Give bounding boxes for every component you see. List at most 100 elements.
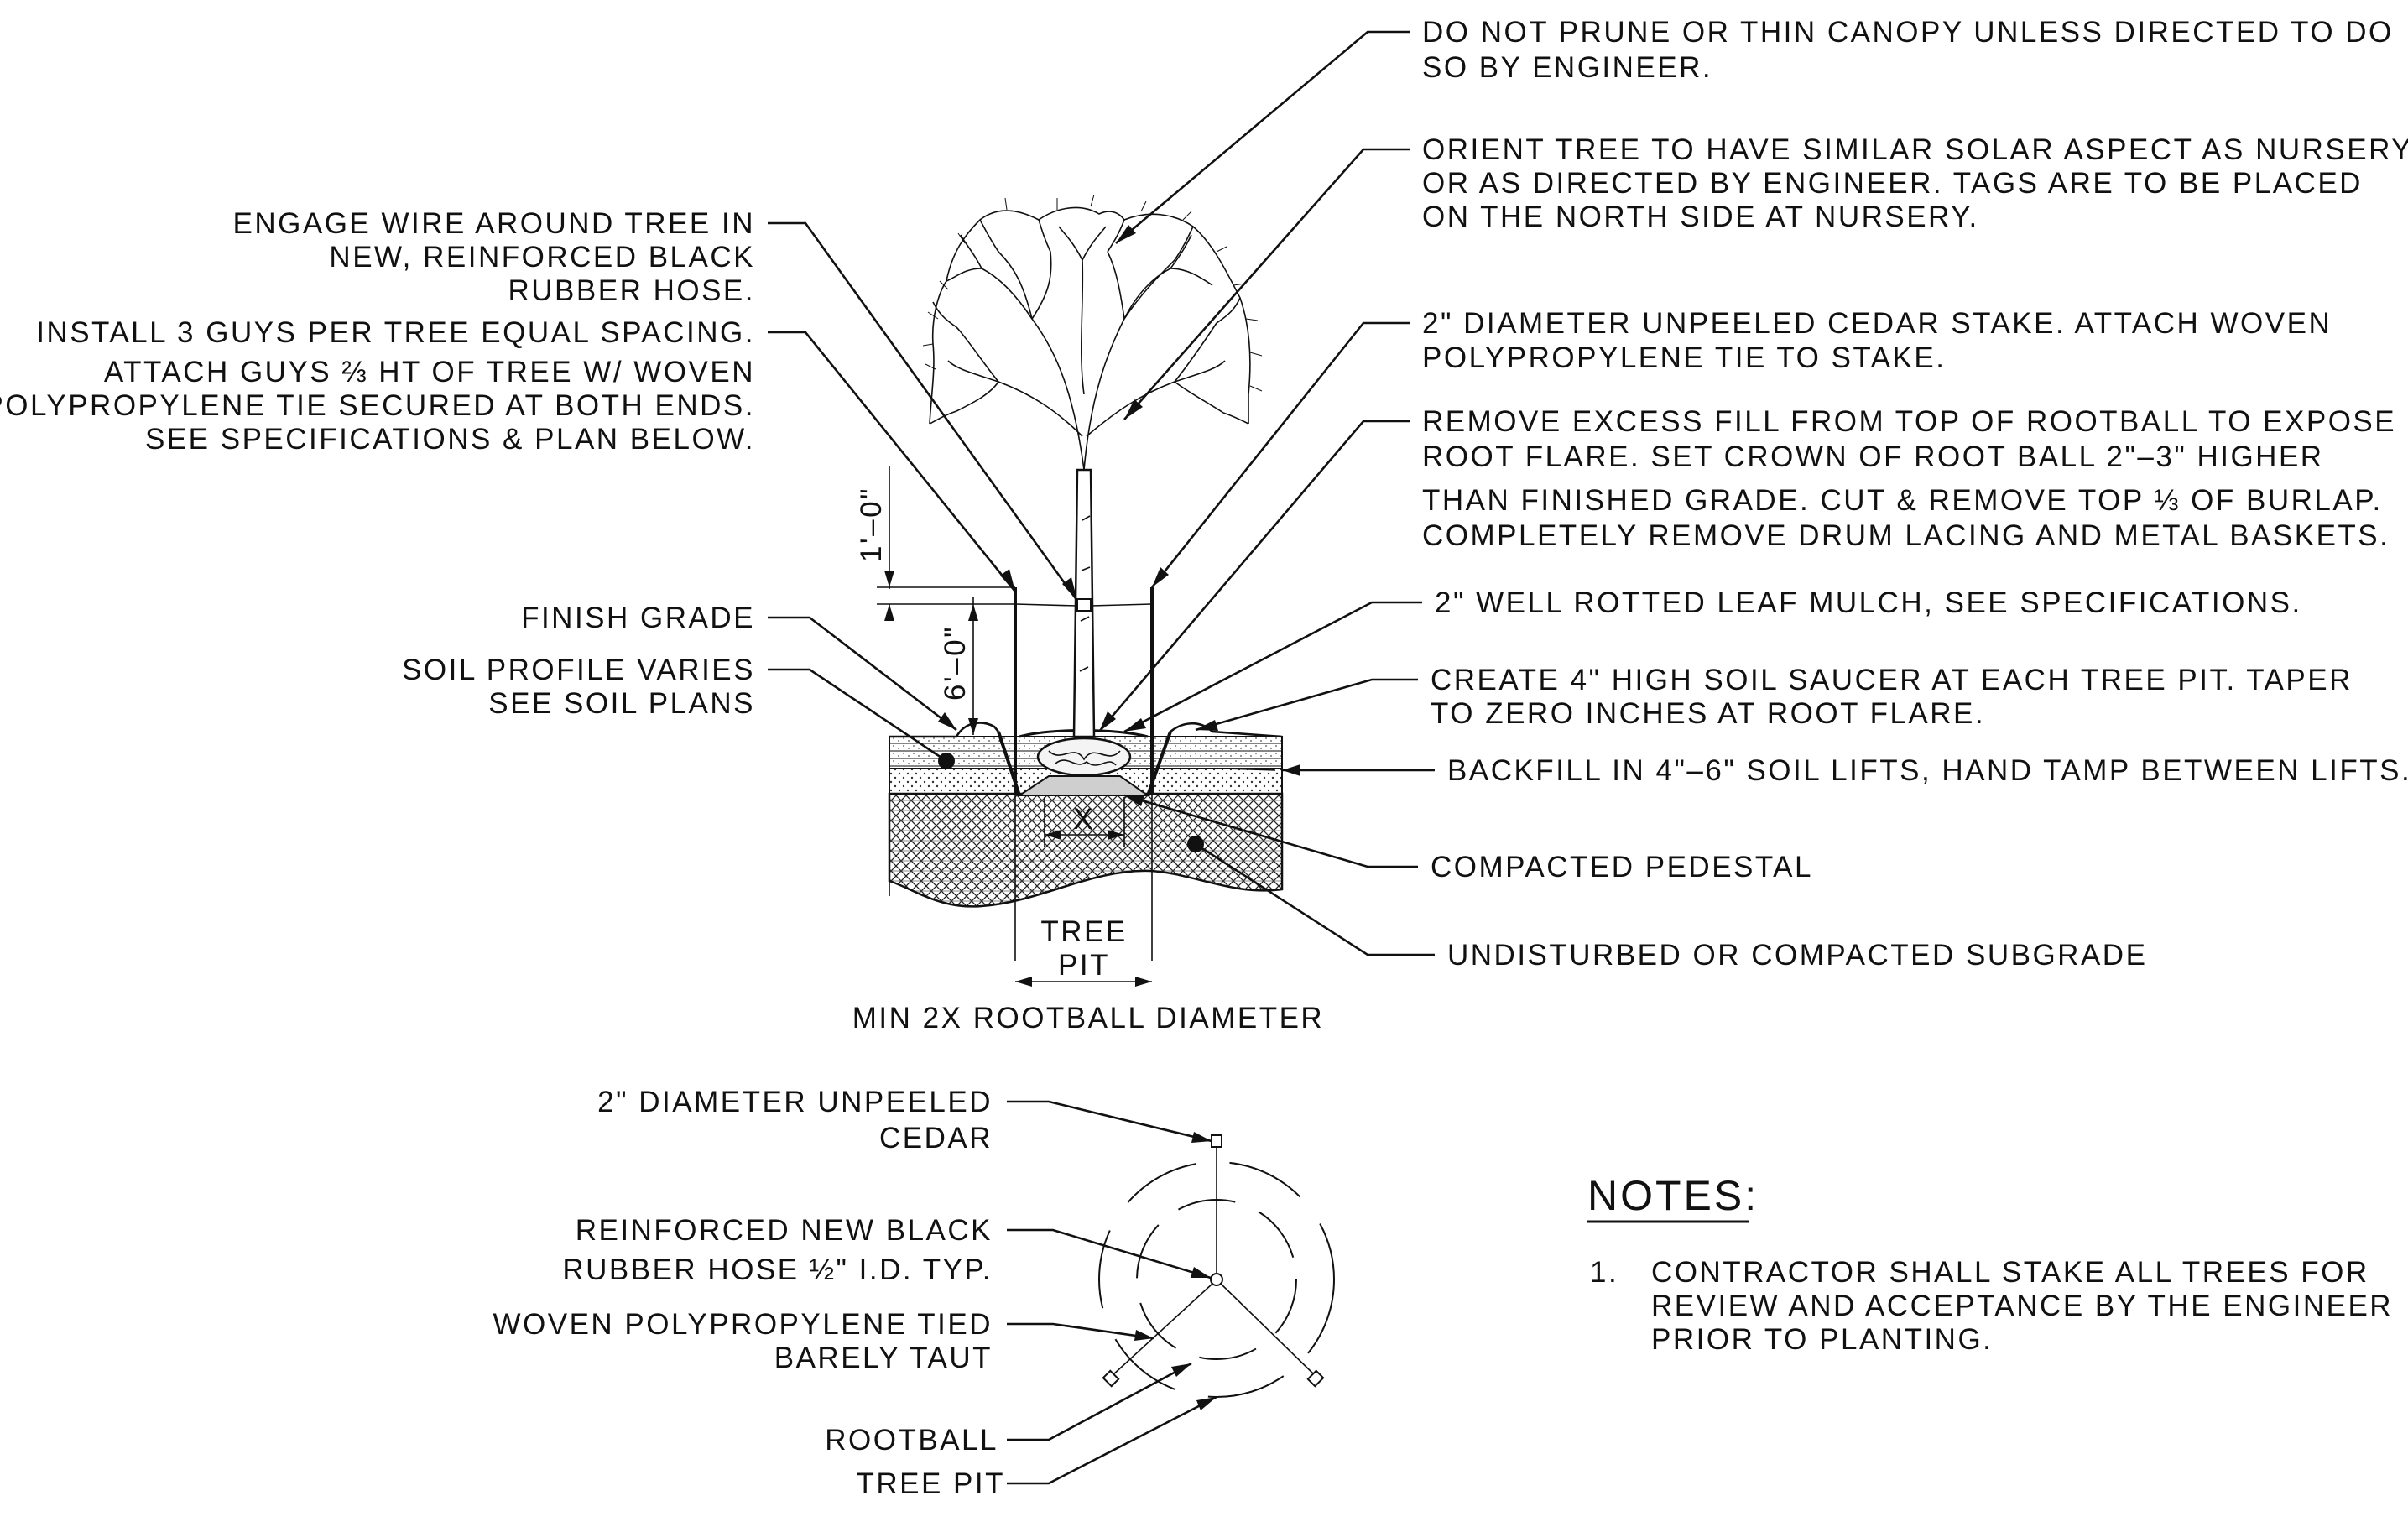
plan-leader-hose xyxy=(1007,1228,1212,1279)
plan-guy-southeast xyxy=(1220,1283,1316,1377)
tree-trunk xyxy=(1072,468,1096,738)
dim-arrow xyxy=(1045,830,1061,840)
leader-arrow xyxy=(1124,795,1144,806)
callout-excess-fill-line4: COMPLETELY REMOVE DRUM LACING AND METAL … xyxy=(1422,519,2390,552)
leader-arrow xyxy=(1099,711,1116,732)
callout-soil-profile-line1: SOIL PROFILE VARIES xyxy=(402,654,755,686)
plan-callout-rootball: ROOTBALL xyxy=(825,1424,998,1457)
leader-arrow xyxy=(1196,720,1218,731)
notes: NOTES: 1. CONTRACTOR SHALL STAKE ALL TRE… xyxy=(1587,1172,2393,1356)
x-dim-label: X xyxy=(1073,803,1095,836)
leader-mulch xyxy=(1123,601,1422,733)
callout-cedar-stake-line1: 2" DIAMETER UNPEELED CEDAR STAKE. ATTACH… xyxy=(1422,307,2332,340)
plan-stake-southeast xyxy=(1306,1369,1325,1388)
tree xyxy=(922,194,1263,738)
leader-arrow xyxy=(1191,1267,1211,1278)
notes-heading: NOTES: xyxy=(1587,1172,1759,1219)
left-callouts: ENGAGE WIRE AROUND TREE IN NEW, REINFORC… xyxy=(0,207,1079,763)
callout-prune-line2: SO BY ENGINEER. xyxy=(1422,51,1712,84)
plan-stake-southwest xyxy=(1102,1369,1120,1388)
rootball xyxy=(1036,737,1132,777)
tree-canopy xyxy=(929,206,1251,425)
plan-view: 2" DIAMETER UNPEELED CEDAR REINFORCED NE… xyxy=(493,1086,1335,1500)
dim-arrow xyxy=(968,718,978,735)
tree-pit-label-line2: PIT xyxy=(1058,949,1110,982)
trunk-texture xyxy=(1079,515,1091,672)
plan-callout-cedar-line2: CEDAR xyxy=(879,1122,993,1154)
callout-mulch: 2" WELL ROTTED LEAF MULCH, SEE SPECIFICA… xyxy=(1435,586,2302,619)
leader-arrow xyxy=(1134,1330,1154,1341)
note-line2: REVIEW AND ACCEPTANCE BY THE ENGINEER xyxy=(1651,1290,2393,1322)
callout-wire-line1: ENGAGE WIRE AROUND TREE IN xyxy=(233,207,756,240)
plan-leader-woven xyxy=(1007,1322,1154,1340)
dim-arrow xyxy=(968,604,978,621)
stakes xyxy=(1014,587,1154,795)
callout-soil-profile-line2: SEE SOIL PLANS xyxy=(488,687,755,720)
min-rootball-label: MIN 2X ROOTBALL DIAMETER xyxy=(852,1002,1324,1035)
callout-guys-line2: ATTACH GUYS ⅔ HT OF TREE W/ WOVEN xyxy=(104,356,755,388)
leader-arrow xyxy=(1191,1132,1212,1143)
left-guy-wire xyxy=(1014,603,1078,607)
tree-pit-label-line1: TREE xyxy=(1040,915,1127,948)
soil-section xyxy=(888,722,1284,961)
right-callouts: DO NOT PRUNE OR THIN CANOPY UNLESS DIREC… xyxy=(1098,16,2408,972)
callout-guys-line1: INSTALL 3 GUYS PER TREE EQUAL SPACING. xyxy=(36,316,755,349)
plan-callout-tree-pit: TREE PIT xyxy=(856,1467,1005,1500)
plan-callout-hose-line1: REINFORCED NEW BLACK xyxy=(576,1214,993,1247)
leader-subgrade xyxy=(1195,842,1435,956)
tree-pit-edge-lines xyxy=(889,737,1283,961)
callout-orient-line1: ORIENT TREE TO HAVE SIMILAR SOLAR ASPECT… xyxy=(1422,133,2408,166)
leader-arrow xyxy=(1152,567,1169,587)
canopy-twigs xyxy=(922,194,1263,392)
dim-arrow xyxy=(1108,830,1124,840)
leader-arrow xyxy=(1282,764,1300,776)
tree-branches xyxy=(929,219,1249,471)
leader-arrow xyxy=(1000,569,1015,592)
leader-prune xyxy=(1115,30,1410,244)
leader-arrow xyxy=(1196,1397,1217,1410)
callout-orient-line3: ON THE NORTH SIDE AT NURSERY. xyxy=(1422,201,1979,233)
note-line1: CONTRACTOR SHALL STAKE ALL TREES FOR xyxy=(1651,1256,2369,1289)
leader-arrow xyxy=(1171,1363,1191,1377)
callout-saucer-line2: TO ZERO INCHES AT ROOT FLARE. xyxy=(1431,697,1985,730)
leader-arrow xyxy=(938,712,956,730)
leader-arrow xyxy=(1124,718,1146,732)
dim-arrow xyxy=(1135,977,1152,987)
plan-callout-cedar-line1: 2" DIAMETER UNPEELED xyxy=(597,1086,993,1118)
callout-backfill: BACKFILL IN 4"–6" SOIL LIFTS, HAND TAMP … xyxy=(1447,754,2408,787)
note-number: 1. xyxy=(1590,1256,1618,1289)
leader-soil-profile xyxy=(768,668,947,763)
hose-wrap xyxy=(1076,598,1092,612)
leader-cedar-stake xyxy=(1150,321,1410,588)
plan-callout-hose-line2: RUBBER HOSE ½" I.D. TYP. xyxy=(562,1253,993,1286)
trunk-circle xyxy=(1210,1273,1223,1286)
dimensions: 1'–0" 6'–0" X TREE PIT MIN 2X ROOTBALL D… xyxy=(852,466,1324,1035)
backfill-arrow xyxy=(1224,768,1276,771)
callout-guys-line4: SEE SPECIFICATIONS & PLAN BELOW. xyxy=(145,423,755,456)
callout-excess-fill-line3: THAN FINISHED GRADE. CUT & REMOVE TOP ⅓ … xyxy=(1422,484,2383,517)
compacted-pedestal xyxy=(1016,775,1151,796)
note-line3: PRIOR TO PLANTING. xyxy=(1651,1323,1993,1356)
leader-guys xyxy=(768,331,1017,592)
callout-prune-line1: DO NOT PRUNE OR THIN CANOPY UNLESS DIREC… xyxy=(1422,16,2394,49)
leader-wire xyxy=(768,221,1079,602)
callout-finish-grade: FINISH GRADE xyxy=(521,602,755,634)
leader-saucer xyxy=(1195,678,1418,732)
subgrade-layer xyxy=(888,792,1284,908)
plan-leader-rootball xyxy=(1007,1362,1192,1441)
dim-arrow xyxy=(884,604,894,621)
leader-arrow xyxy=(1124,399,1143,420)
callout-excess-fill-line1: REMOVE EXCESS FILL FROM TOP OF ROOTBALL … xyxy=(1422,405,2396,438)
plan-callout-woven-line1: WOVEN POLYPROPYLENE TIED xyxy=(493,1308,993,1341)
height-dim-extension xyxy=(877,586,1015,605)
roots xyxy=(1048,750,1121,766)
callout-saucer-line1: CREATE 4" HIGH SOIL SAUCER AT EACH TREE … xyxy=(1431,664,2353,696)
plan-stake-north xyxy=(1211,1134,1222,1148)
leader-finish-grade xyxy=(768,616,957,732)
leader-orient xyxy=(1123,148,1410,420)
leader-arrow xyxy=(1116,225,1136,243)
leader-excess-fill xyxy=(1098,420,1410,732)
dim-arrow xyxy=(884,571,894,587)
height-above-grade-label: 1'–0" xyxy=(855,487,888,562)
